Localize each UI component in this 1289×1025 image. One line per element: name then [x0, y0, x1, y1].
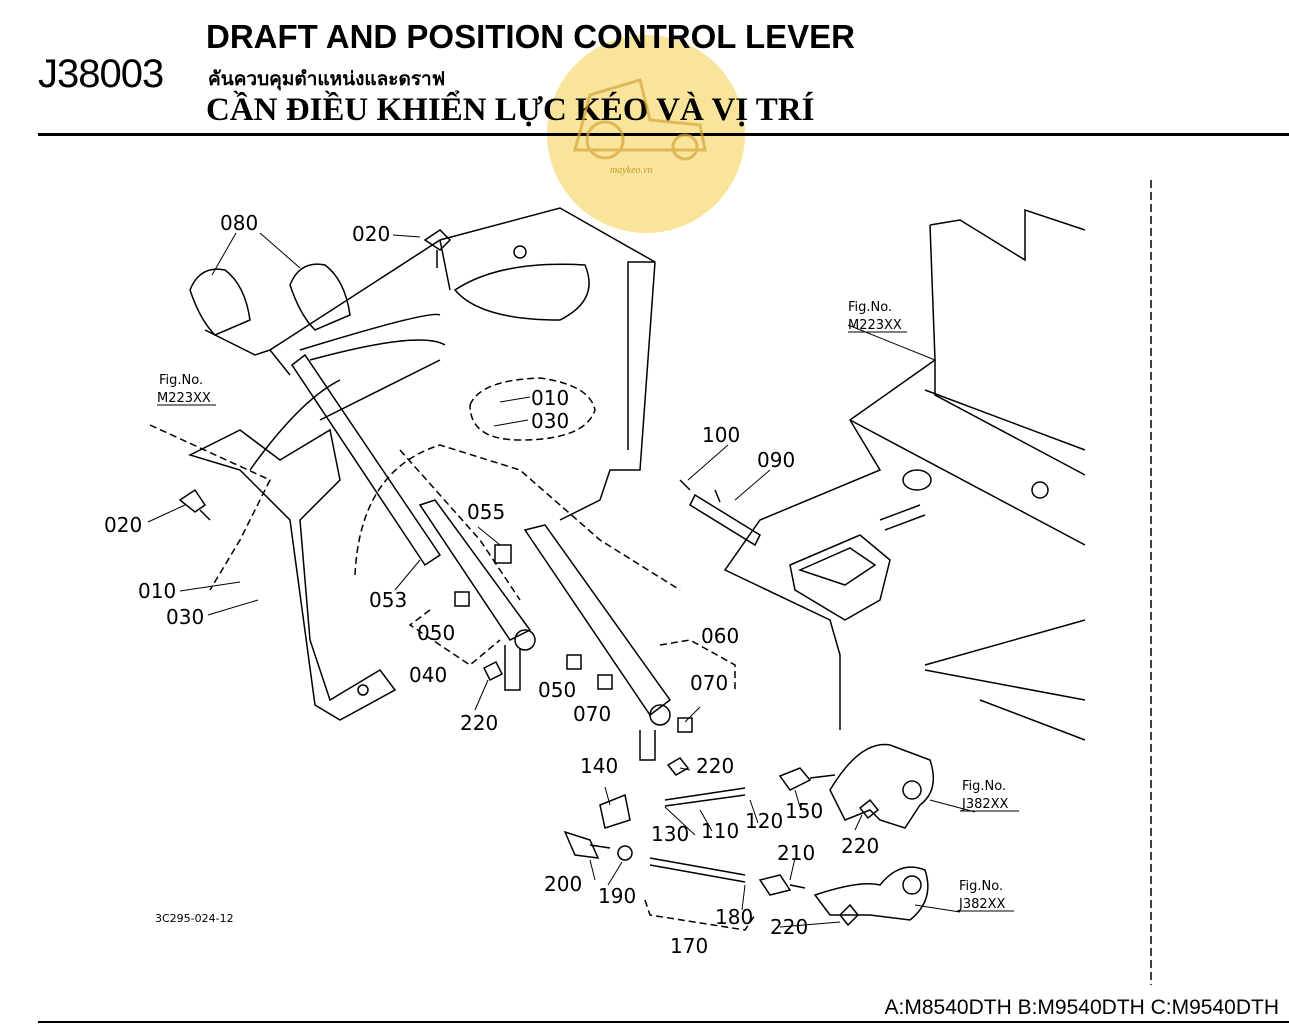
label-200: 200: [544, 872, 582, 896]
label-100: 100: [702, 423, 740, 447]
title-vietnamese: CẦN ĐIỀU KHIỂN LỰC KÉO VÀ VỊ TRÍ: [206, 92, 815, 128]
label-220-c: 220: [841, 834, 879, 858]
figref-label-right: Fig.No.: [848, 300, 892, 315]
label-010-top: 010: [531, 386, 569, 410]
label-030-top: 030: [531, 409, 569, 433]
model-applicability: A:M8540DTH B:M9540DTH C:M9540DTH: [884, 996, 1279, 1019]
label-220-b: 220: [696, 754, 734, 778]
title-thai: คันควบคุมตำแหน่งและดราฟ: [208, 68, 446, 90]
label-010-left: 010: [138, 579, 176, 603]
label-053: 053: [369, 588, 407, 612]
figref-label-left: Fig.No.: [159, 373, 203, 388]
label-050-a: 050: [417, 621, 455, 645]
figref-right: M223XX: [848, 318, 902, 333]
label-080: 080: [220, 211, 258, 235]
footer-rule: [38, 1021, 1289, 1023]
label-130: 130: [651, 822, 689, 846]
header-rule: [38, 133, 1289, 136]
title-english: DRAFT AND POSITION CONTROL LEVER: [206, 18, 856, 55]
drawing-number: 3C295-024-12: [155, 912, 234, 925]
drawing-lines: [147, 180, 1152, 985]
watermark-text: maykeo.vn: [610, 165, 653, 176]
page-code: J38003: [38, 52, 164, 96]
label-050-b: 050: [538, 678, 576, 702]
figref-crank-lower: J382XX: [958, 897, 1006, 912]
label-210: 210: [777, 841, 815, 865]
label-110: 110: [701, 819, 739, 843]
label-020-top: 020: [352, 222, 390, 246]
label-055: 055: [467, 500, 505, 524]
part-labels: 080 020 010 030 020 010 030 055 053 050 …: [104, 211, 879, 958]
label-220-a: 220: [460, 711, 498, 735]
label-180: 180: [715, 905, 753, 929]
label-140: 140: [580, 754, 618, 778]
label-040: 040: [409, 663, 447, 687]
figref-crank-upper: J382XX: [961, 797, 1009, 812]
figref-label-crank-upper: Fig.No.: [962, 779, 1006, 794]
label-190: 190: [598, 884, 636, 908]
tractor-icon: [573, 78, 707, 161]
label-090: 090: [757, 448, 795, 472]
label-150: 150: [785, 799, 823, 823]
label-120: 120: [745, 809, 783, 833]
label-170: 170: [670, 934, 708, 958]
label-020-left: 020: [104, 513, 142, 537]
label-070-a: 070: [573, 702, 611, 726]
figure-refs: Fig.No. M223XX Fig.No. M223XX Fig.No. J3…: [157, 300, 1019, 912]
label-030-left: 030: [166, 605, 204, 629]
figref-left: M223XX: [157, 391, 211, 406]
label-060: 060: [701, 624, 739, 648]
label-220-d: 220: [770, 915, 808, 939]
figref-label-crank-lower: Fig.No.: [959, 879, 1003, 894]
label-070-b: 070: [690, 671, 728, 695]
